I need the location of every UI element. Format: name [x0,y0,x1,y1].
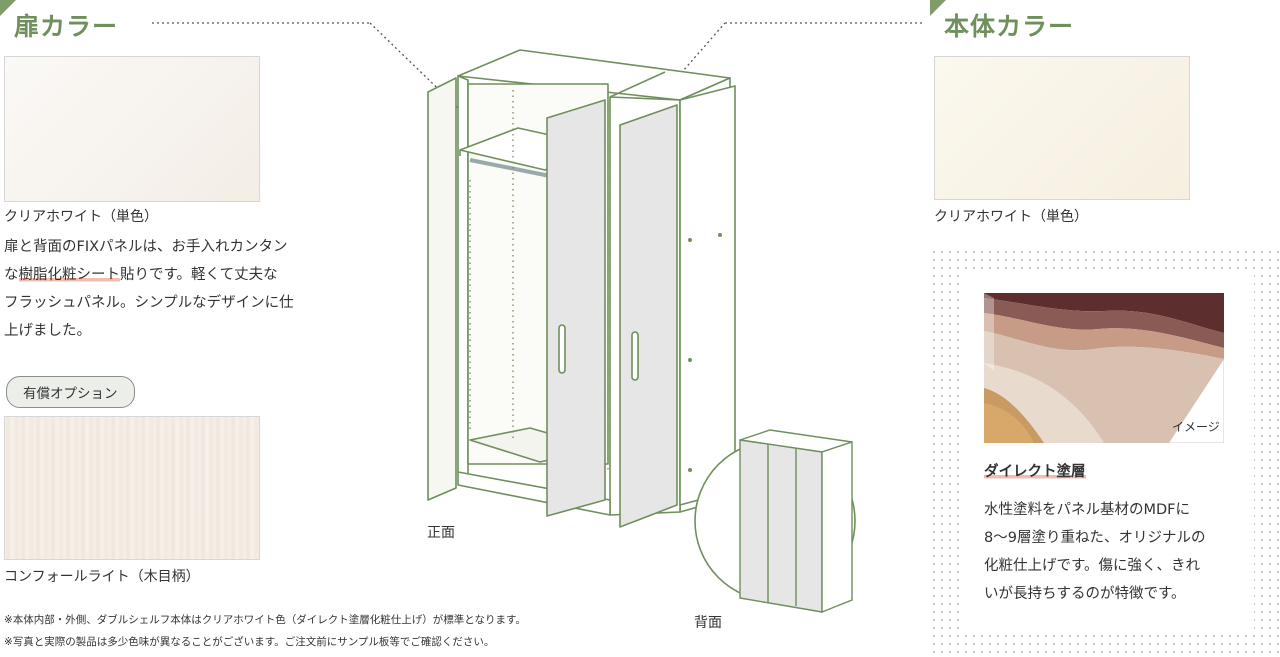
hanger-rod [469,158,551,178]
coating-description: 水性塗料をパネル基材のMDFに 8〜9層塗り重ねた、オリジナルの 化粧仕上げです… [984,496,1244,608]
coating-line-4: いが長持ちするのが特徴です。 [984,586,1186,602]
left-open-door [427,77,457,501]
direct-coating-title: ダイレクト塗層 [984,464,1086,480]
footnote-2: ※写真と実際の製品は多少色味が異なることがございます。ご注文前にサンプル板等でご… [4,636,495,648]
right-door-handle [631,331,639,381]
front-view-label: 正面 [427,525,455,541]
desc-line-2: な樹脂化粧シート貼りです。軽くて丈夫な [4,267,278,283]
desc-line-4: 上げました。 [4,323,91,339]
door-description: 扉と背面のFIXパネルは、お手入れカンタン な樹脂化粧シート貼りです。軽くて丈夫… [4,233,334,345]
back-view-front [739,439,823,613]
footnote-1: ※本体内部・外側、ダブルシェルフ本体はクリアホワイト色（ダイレクト塗層化粧仕上げ… [4,614,526,626]
heading-marker [0,0,16,16]
coating-layers-image [984,293,1224,443]
coating-line-1: 水性塗料をパネル基材のMDFに [984,502,1191,518]
desc-line-1: 扉と背面のFIXパネルは、お手入れカンタン [4,239,288,255]
body-swatch-label: クリアホワイト（単色） [934,209,1088,225]
back-view-label: 背面 [694,615,722,631]
right-door [619,104,678,528]
coating-line-2: 8〜9層塗り重ねた、オリジナルの [984,530,1206,546]
resin-sheet-highlight: 樹脂化粧シート [18,267,120,283]
heading-marker-2 [930,0,946,16]
door-swatch-clear-white [4,56,260,202]
cabinet-left-side [457,75,469,479]
image-label: イメージ [1172,420,1220,434]
footnotes: ※本体内部・外側、ダブルシェルフ本体はクリアホワイト色（ダイレクト塗層化粧仕上げ… [4,609,526,653]
door-swatch-label: クリアホワイト（単色） [4,209,158,225]
door-swatch2-label: コンフォールライト（木目柄） [4,569,200,585]
body-color-heading: 本体カラー [944,12,1075,41]
coating-line-3: 化粧仕上げです。傷に強く、きれ [984,558,1201,574]
center-door [546,99,606,517]
door-swatch-comfort-light [4,416,260,560]
body-swatch-clear-white [934,56,1190,200]
center-door-handle [558,324,566,374]
door-color-heading: 扉カラー [14,12,119,41]
desc-line-3: フラッシュパネル。シンプルなデザインに仕 [4,295,294,311]
paid-option-badge: 有償オプション [6,376,135,408]
